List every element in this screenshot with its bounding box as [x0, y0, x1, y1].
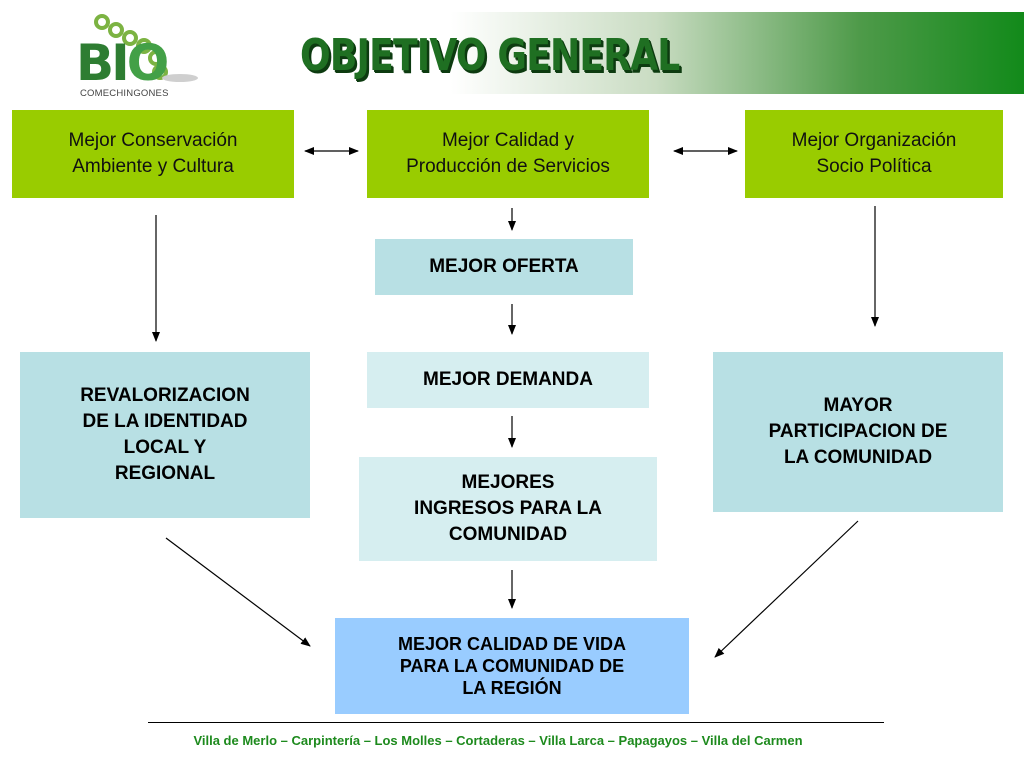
box-mejor-oferta: MEJOR OFERTA	[375, 239, 633, 295]
logo: BIO COMECHINGONES	[70, 8, 200, 103]
logo-subtitle: COMECHINGONES	[80, 88, 169, 99]
page-title: OBJETIVO GENERAL	[300, 30, 680, 81]
box-revalorizacion: REVALORIZACION DE LA IDENTIDAD LOCAL Y R…	[20, 352, 310, 518]
logo-chain-icon	[94, 14, 198, 82]
box-mayor-participacion: MAYOR PARTICIPACION DE LA COMUNIDAD	[713, 352, 1003, 512]
header-banner	[205, 12, 1024, 94]
box-mejores-ingresos: MEJORES INGRESOS PARA LA COMUNIDAD	[359, 457, 657, 561]
box-mejor-calidad-vida: MEJOR CALIDAD DE VIDA PARA LA COMUNIDAD …	[335, 618, 689, 714]
box-organizacion: Mejor Organización Socio Política	[745, 110, 1003, 198]
arrow-left-diagonal	[165, 537, 311, 647]
footer-divider	[148, 722, 884, 723]
box-conservacion: Mejor Conservación Ambiente y Cultura	[12, 110, 294, 198]
logo-word: BIO	[76, 34, 169, 92]
footer-localities: Villa de Merlo – Carpintería – Los Molle…	[193, 733, 803, 748]
box-mejor-demanda: MEJOR DEMANDA	[367, 352, 649, 408]
arrow-right-diagonal	[714, 520, 859, 658]
box-calidad-produccion: Mejor Calidad y Producción de Servicios	[367, 110, 649, 198]
